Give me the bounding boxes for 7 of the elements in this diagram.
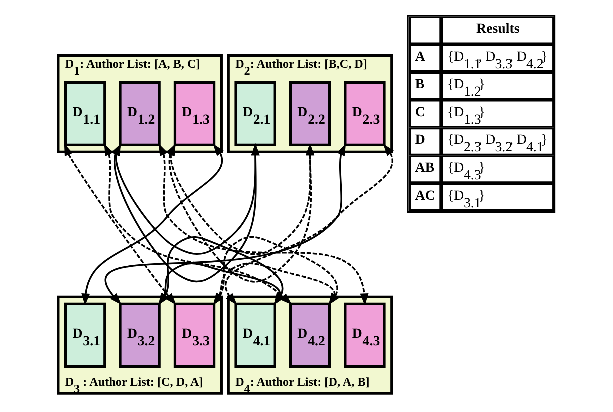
label: AB xyxy=(414,160,434,176)
label: A xyxy=(414,50,425,65)
label: B xyxy=(414,78,424,93)
label: C xyxy=(414,105,425,120)
label: AC xyxy=(414,188,435,204)
label: Results xyxy=(476,22,520,38)
label: D xyxy=(414,133,425,148)
